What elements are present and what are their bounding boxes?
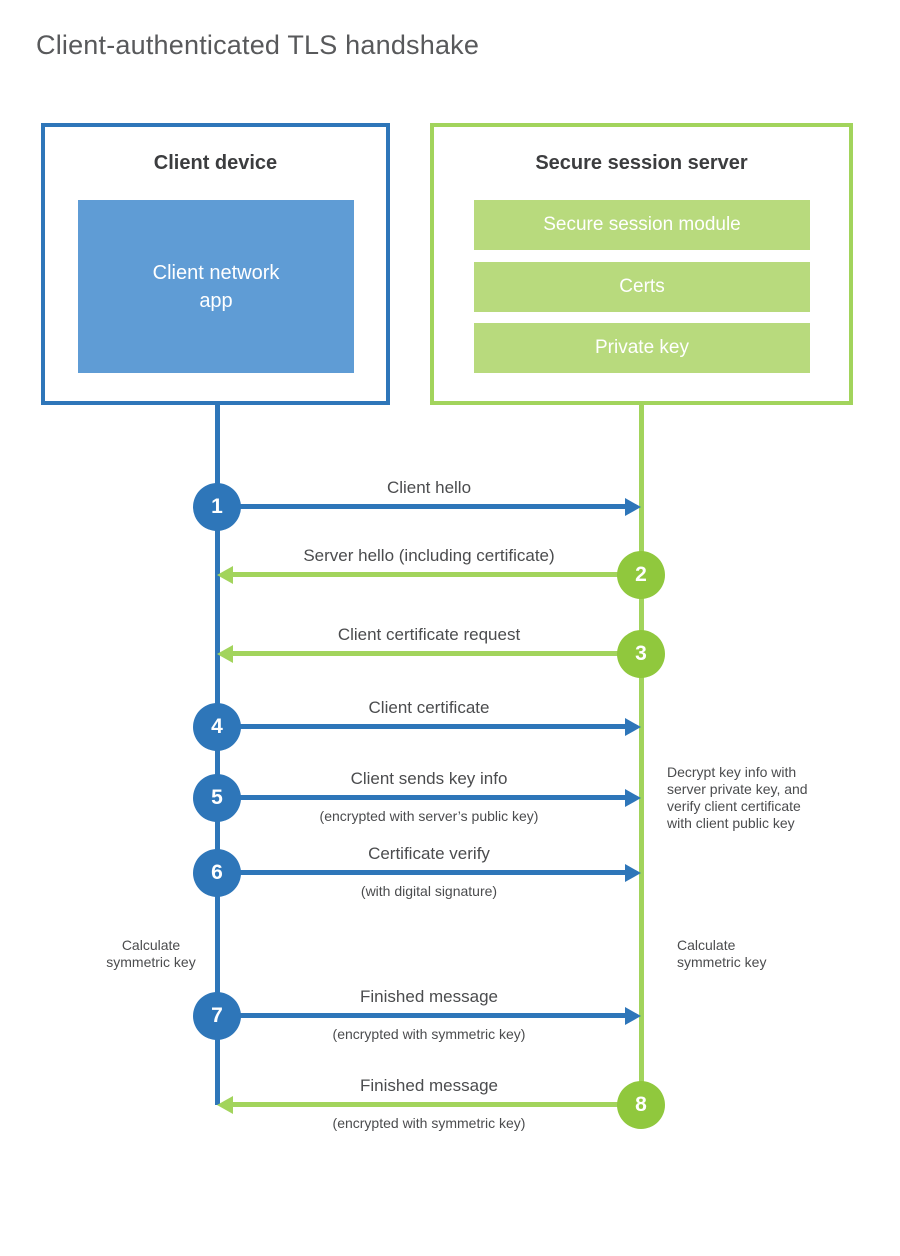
message-sublabel: (encrypted with server’s public key) — [319, 808, 539, 824]
client-device-header: Client device — [153, 152, 278, 174]
message-sublabel: (encrypted with symmetric key) — [332, 1115, 526, 1131]
step-circle: 5 — [193, 774, 241, 822]
arrow-line — [233, 1102, 641, 1107]
client-lifeline — [215, 405, 220, 1105]
arrow-head-right-icon — [625, 864, 641, 882]
client-network-app-box: Client network app — [78, 200, 354, 373]
message-label: Client certificate request — [337, 625, 521, 644]
diagram-title: Client-authenticated TLS handshake — [36, 30, 480, 60]
server-header: Secure session server — [535, 152, 748, 174]
arrow-line — [217, 870, 625, 875]
message-sublabel: (encrypted with symmetric key) — [332, 1026, 526, 1042]
message-label: Client sends key info — [350, 769, 508, 788]
step-circle: 7 — [193, 992, 241, 1040]
calc-key-note-client: Calculate symmetric key — [106, 937, 196, 970]
step-circle: 3 — [617, 630, 665, 678]
message-label: Certificate verify — [368, 844, 490, 863]
arrow-line — [217, 724, 625, 729]
arrow-head-right-icon — [625, 789, 641, 807]
step-circle: 1 — [193, 483, 241, 531]
step-circle: 2 — [617, 551, 665, 599]
message-label: Client hello — [386, 478, 472, 497]
arrow-head-left-icon — [217, 566, 233, 584]
arrow-line — [217, 795, 625, 800]
server-module-bar-secure-session-module: Secure session module — [474, 200, 810, 250]
server-module-bar-certs: Certs — [474, 262, 810, 312]
message-label: Server hello (including certificate) — [303, 546, 555, 565]
arrow-head-right-icon — [625, 718, 641, 736]
arrow-head-right-icon — [625, 1007, 641, 1025]
arrow-head-right-icon — [625, 498, 641, 516]
calc-key-note-server: Calculate symmetric key — [677, 937, 767, 970]
server-lifeline — [639, 405, 644, 1105]
arrow-line — [217, 1013, 625, 1018]
arrow-head-left-icon — [217, 1096, 233, 1114]
message-sublabel: (with digital signature) — [360, 883, 498, 899]
message-label: Finished message — [360, 987, 498, 1006]
server-module-bar-private-key: Private key — [474, 323, 810, 373]
step-circle: 4 — [193, 703, 241, 751]
step-circle: 8 — [617, 1081, 665, 1129]
arrow-head-left-icon — [217, 645, 233, 663]
message-label: Client certificate — [368, 698, 490, 717]
step-circle: 6 — [193, 849, 241, 897]
message-label: Finished message — [360, 1076, 498, 1095]
arrow-line — [233, 651, 641, 656]
arrow-line — [233, 572, 641, 577]
arrow-line — [217, 504, 625, 509]
decrypt-note: Decrypt key info with server private key… — [667, 764, 808, 831]
